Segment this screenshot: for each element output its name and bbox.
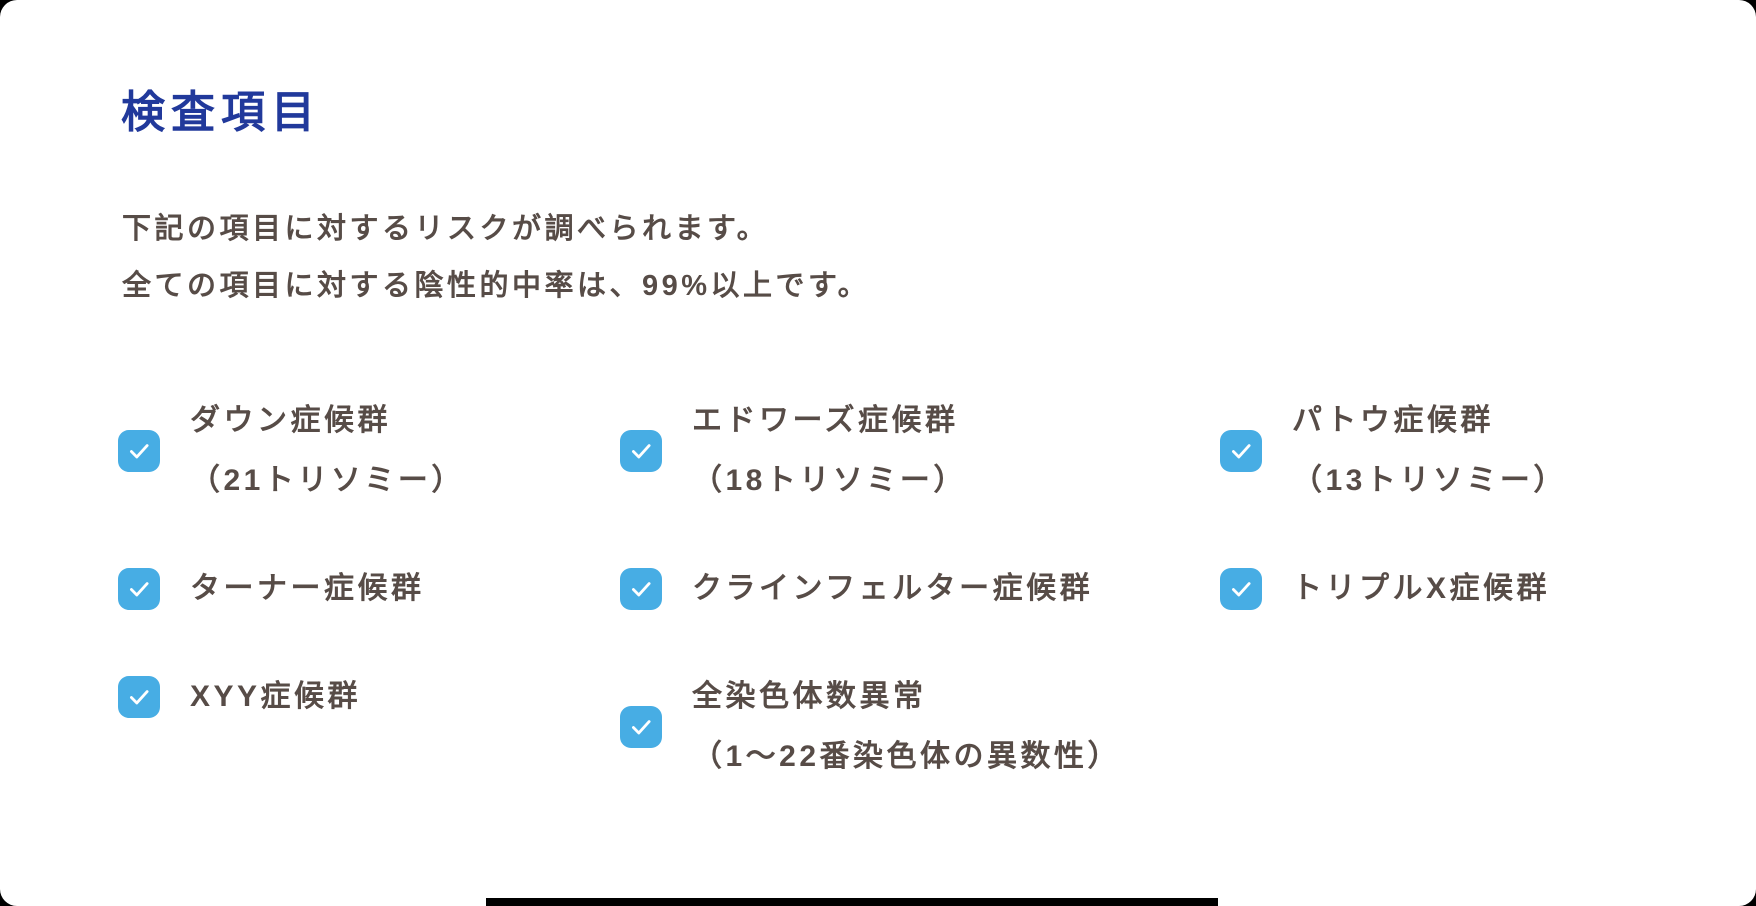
test-item-label-line: （18トリソミー） [692, 464, 967, 497]
test-item-label: パトウ症候群 （13トリソミー） [1292, 391, 1567, 511]
description: 下記の項目に対するリスクが調べられます。 全ての項目に対する陰性的中率は、99%… [122, 201, 1756, 315]
test-item-label-line: クラインフェルター症候群 [692, 572, 1094, 605]
test-item-label-line: XYY症候群 [190, 680, 362, 713]
check-icon [632, 582, 651, 597]
checked-checkbox[interactable] [620, 706, 662, 748]
test-item-label-line: エドワーズ症候群 [692, 404, 959, 437]
check-icon [130, 582, 149, 597]
test-item-label: XYY症候群 [190, 667, 361, 727]
checked-checkbox[interactable] [1220, 568, 1262, 610]
test-item-label-line: 全染色体数異常 [692, 680, 927, 713]
test-item: トリプルX症候群 [1220, 559, 1756, 619]
test-item: ダウン症候群 （21トリソミー） [118, 391, 620, 511]
test-item-label-line: （1〜22番染色体の異数性） [692, 740, 1122, 773]
test-item-label: ダウン症候群 （21トリソミー） [190, 391, 465, 511]
check-icon [1232, 582, 1251, 597]
check-icon [130, 444, 149, 459]
test-item: 全染色体数異常 （1〜22番染色体の異数性） [620, 667, 1220, 787]
test-item-label: クラインフェルター症候群 [692, 559, 1093, 619]
check-icon [632, 444, 651, 459]
test-item-label-line: （13トリソミー） [1292, 464, 1567, 497]
description-line: 下記の項目に対するリスクが調べられます。 [122, 213, 770, 245]
test-item-label-line: （21トリソミー） [190, 464, 465, 497]
page-title: 検査項目 [121, 88, 321, 137]
test-item-label: 全染色体数異常 （1〜22番染色体の異数性） [692, 667, 1121, 787]
test-item-label: トリプルX症候群 [1292, 559, 1550, 619]
test-item-label: エドワーズ症候群 （18トリソミー） [692, 391, 967, 511]
test-item: ターナー症候群 [118, 559, 620, 619]
checked-checkbox[interactable] [620, 568, 662, 610]
check-icon [130, 690, 149, 705]
test-item-label-line: パトウ症候群 [1292, 404, 1494, 437]
test-item: XYY症候群 [118, 667, 620, 727]
checked-checkbox[interactable] [118, 568, 160, 610]
test-item-label-line: ターナー症候群 [190, 572, 425, 605]
checked-checkbox[interactable] [620, 430, 662, 472]
checked-checkbox[interactable] [118, 676, 160, 718]
test-item-label-line: トリプルX症候群 [1292, 572, 1551, 605]
test-item-label-line: ダウン症候群 [190, 404, 391, 437]
checked-checkbox[interactable] [118, 430, 160, 472]
bottom-black-bar [486, 898, 1218, 906]
test-item: パトウ症候群 （13トリソミー） [1220, 391, 1756, 511]
test-items-grid: ダウン症候群 （21トリソミー） エドワーズ症候群 （18トリソミー） パトウ症候群 （1… [118, 391, 1756, 787]
check-icon [632, 720, 651, 735]
test-item-label: ターナー症候群 [190, 559, 425, 619]
checked-checkbox[interactable] [1220, 430, 1262, 472]
check-icon [1232, 444, 1251, 459]
test-item: クラインフェルター症候群 [620, 559, 1220, 619]
test-item: エドワーズ症候群 （18トリソミー） [620, 391, 1220, 511]
description-line: 全ての項目に対する陰性的中率は、99%以上です。 [122, 270, 871, 302]
